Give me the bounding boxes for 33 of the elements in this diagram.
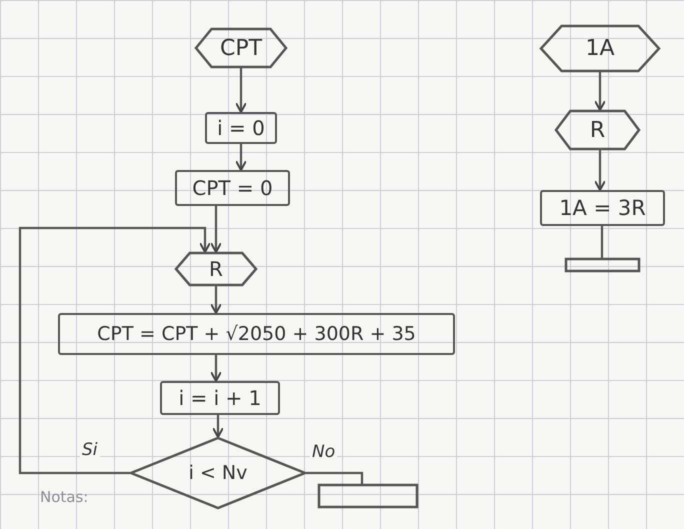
process-box <box>160 381 280 415</box>
arrow <box>210 355 222 382</box>
end-bar <box>318 484 418 508</box>
node-text: R <box>590 118 606 142</box>
hexagon-shape <box>555 110 640 150</box>
node-text: 1A <box>585 36 615 61</box>
node-text: i = i + 1 <box>178 386 262 410</box>
form-label: Notas: <box>40 488 88 506</box>
node-text: 1A = 3R <box>559 196 646 220</box>
node-text: CPT <box>220 36 262 60</box>
end-bar <box>565 258 640 272</box>
hexagon-shape <box>540 25 660 72</box>
arrow <box>210 286 222 314</box>
process-box <box>58 313 455 355</box>
arrow <box>212 415 224 438</box>
node-text: i < Nv <box>188 462 248 484</box>
edge-label: Si <box>80 440 100 460</box>
process-box <box>175 170 290 206</box>
arrow <box>594 72 606 111</box>
node-text: CPT = CPT + √2050 + 300R + 35 <box>97 323 416 345</box>
hexagon-shape <box>195 28 287 68</box>
decision-diamond <box>130 437 306 509</box>
hexagon-shape <box>175 252 257 286</box>
arrow <box>594 150 606 191</box>
arrow <box>210 206 222 253</box>
node-text: i = 0 <box>217 116 265 140</box>
process-box <box>540 190 665 226</box>
arrow <box>235 144 247 171</box>
arrow <box>235 68 247 113</box>
arrow <box>18 226 211 474</box>
node-text: CPT = 0 <box>192 176 273 200</box>
node-text: R <box>209 257 223 281</box>
process-box <box>205 112 277 144</box>
